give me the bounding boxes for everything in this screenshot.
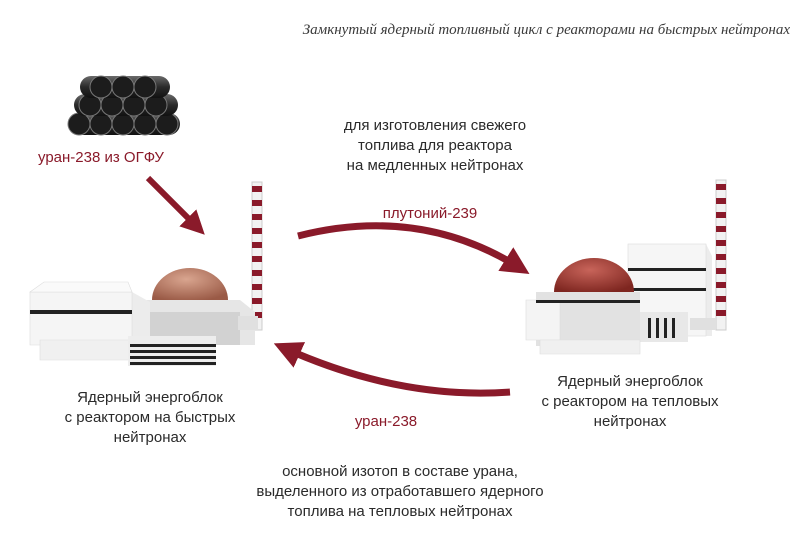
fast-caption-line-3: нейтронах bbox=[113, 429, 187, 446]
top-note: для изготовления свежего топлива для реа… bbox=[300, 116, 570, 176]
plutonium-label: плутоний-239 bbox=[382, 205, 478, 222]
thermal-caption-line-1: Ядерный энергоблок bbox=[557, 373, 703, 390]
bottom-note: основной изотоп в составе урана, выделен… bbox=[240, 462, 560, 522]
fast-caption-line-2: с реактором на быстрых bbox=[64, 409, 236, 426]
uranium-label: уран-238 bbox=[354, 413, 418, 430]
fast-reactor-building-icon bbox=[29, 181, 263, 366]
fast-reactor-caption: Ядерный энергоблок с реактором на быстры… bbox=[30, 388, 270, 448]
thermal-reactor-caption: Ядерный энергоблок с реактором на теплов… bbox=[510, 372, 750, 432]
thermal-caption-line-2: с реактором на тепловых bbox=[541, 393, 719, 410]
diagram-title: Замкнутый ядерный топливный цикл с реакт… bbox=[302, 22, 790, 38]
plutonium-arrow bbox=[297, 222, 530, 274]
bottom-note-line-3: топлива на тепловых нейтронах bbox=[287, 503, 513, 520]
fast-caption-line-1: Ядерный энергоблок bbox=[77, 389, 223, 406]
thermal-caption-line-3: нейтронах bbox=[593, 413, 667, 430]
feed-arrow bbox=[145, 175, 205, 235]
bottom-note-line-1: основной изотоп в составе урана, bbox=[282, 463, 518, 480]
top-note-line-1: для изготовления свежего bbox=[343, 117, 527, 134]
thermal-reactor-building-icon bbox=[525, 179, 727, 355]
top-note-line-3: на медленных нейтронах bbox=[346, 157, 524, 174]
bottom-note-line-2: выделенного из отработавшего ядерного bbox=[256, 483, 544, 500]
top-note-line-2: топлива для реактора bbox=[358, 137, 512, 154]
uranium-return-arrow bbox=[273, 342, 511, 397]
pipe-stack-icon bbox=[67, 75, 180, 136]
source-label: уран-238 из ОГФУ bbox=[38, 149, 164, 166]
